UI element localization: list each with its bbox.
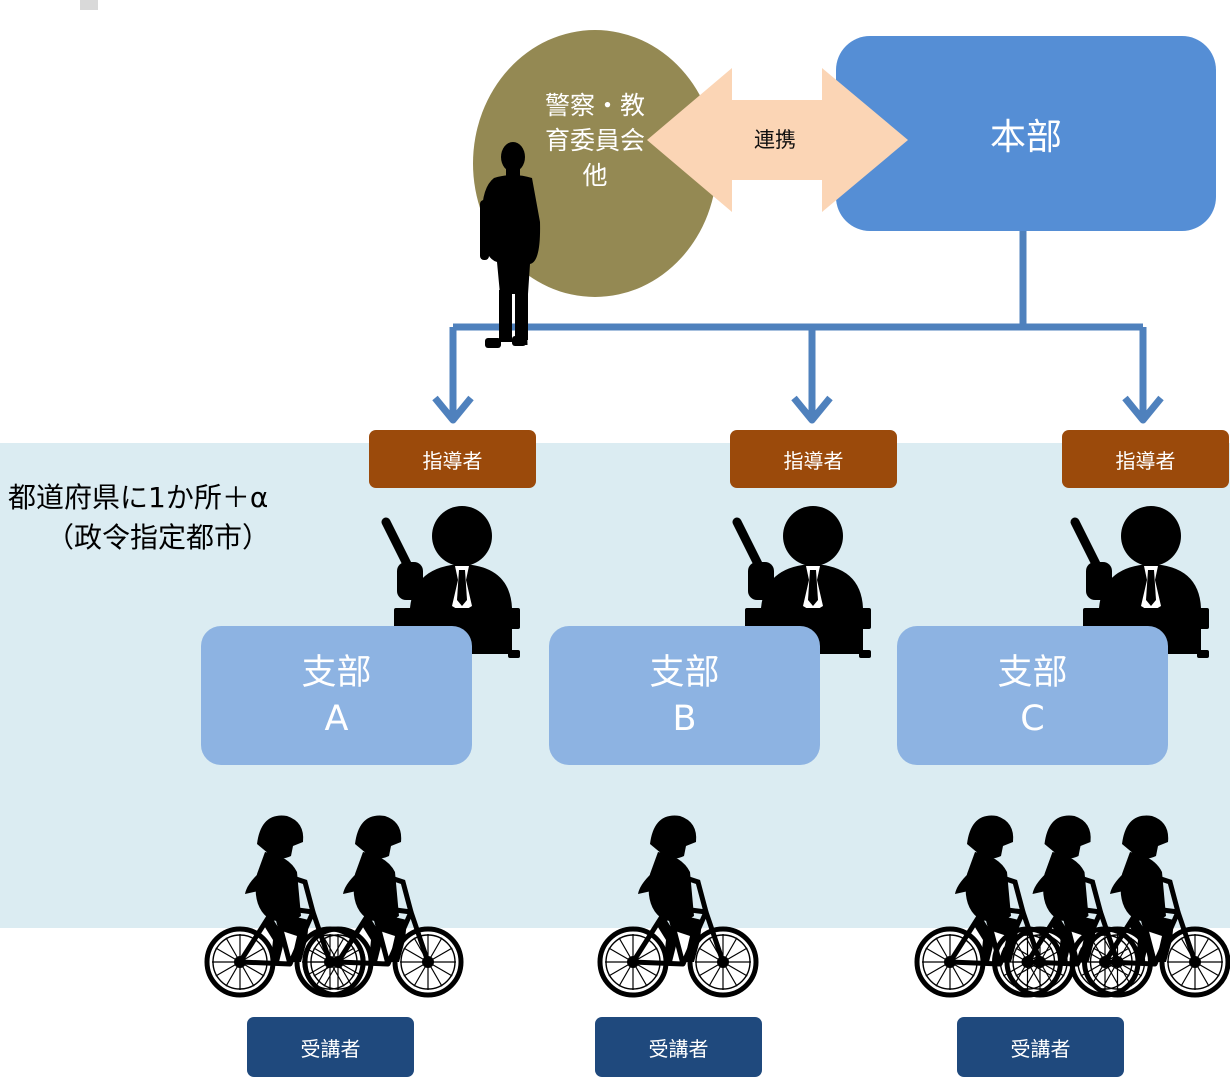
branch-box-b: 支部 B bbox=[549, 626, 820, 765]
instructor-tag-b: 指導者 bbox=[730, 430, 897, 488]
partners-label-line-1: 警察・教 bbox=[544, 91, 645, 120]
cyclist-icon bbox=[204, 815, 366, 998]
learner-label: 受講者 bbox=[1010, 1036, 1071, 1061]
branch-a-arrowhead bbox=[432, 395, 474, 424]
region-label-line-1: 都道府県に1か所＋α bbox=[8, 481, 269, 514]
link-label: 連携 bbox=[754, 128, 796, 152]
corner-block bbox=[80, 0, 98, 10]
cyclist-layer bbox=[204, 815, 1230, 998]
speaker-icon-b bbox=[732, 506, 871, 658]
connector-lines bbox=[432, 231, 1164, 424]
branch-b-arrowhead bbox=[791, 395, 833, 424]
learner-tag-b: 受講者 bbox=[595, 1017, 762, 1077]
instructor-label: 指導者 bbox=[422, 448, 483, 473]
branch-label: 支部 bbox=[649, 652, 720, 693]
branch-box-c: 支部 C bbox=[897, 626, 1168, 765]
cyclist-icon bbox=[1069, 815, 1230, 998]
partners-label: 警察・教 育委員会 他 bbox=[520, 88, 670, 193]
link-arrow bbox=[647, 68, 908, 212]
instructor-label: 指導者 bbox=[783, 448, 844, 473]
standing-official-silhouette bbox=[480, 142, 541, 348]
branch-code: B bbox=[672, 698, 697, 739]
learner-label: 受講者 bbox=[300, 1036, 361, 1061]
branch-c-arrowhead bbox=[1122, 395, 1164, 424]
cyclist-icon bbox=[302, 815, 464, 998]
cyclist-icon bbox=[597, 815, 759, 998]
region-label: 都道府県に1か所＋α （政令指定都市） bbox=[8, 478, 368, 558]
learner-label: 受講者 bbox=[648, 1036, 709, 1061]
instructor-label: 指導者 bbox=[1115, 448, 1176, 473]
partners-label-line-2: 育委員会 bbox=[544, 126, 645, 155]
learner-tag-c: 受講者 bbox=[957, 1017, 1124, 1077]
branch-box-a: 支部 A bbox=[201, 626, 472, 765]
branch-label: 支部 bbox=[997, 652, 1068, 693]
instructor-tag-c: 指導者 bbox=[1062, 430, 1229, 488]
branch-code: A bbox=[324, 698, 349, 739]
instructor-tag-a: 指導者 bbox=[369, 430, 536, 488]
branch-label: 支部 bbox=[301, 652, 372, 693]
partners-label-line-3: 他 bbox=[582, 161, 608, 190]
headquarters-label: 本部 bbox=[989, 116, 1062, 158]
branch-code: C bbox=[1020, 698, 1045, 739]
region-label-line-2: （政令指定都市） bbox=[46, 521, 271, 554]
learner-tag-a: 受講者 bbox=[247, 1017, 414, 1077]
